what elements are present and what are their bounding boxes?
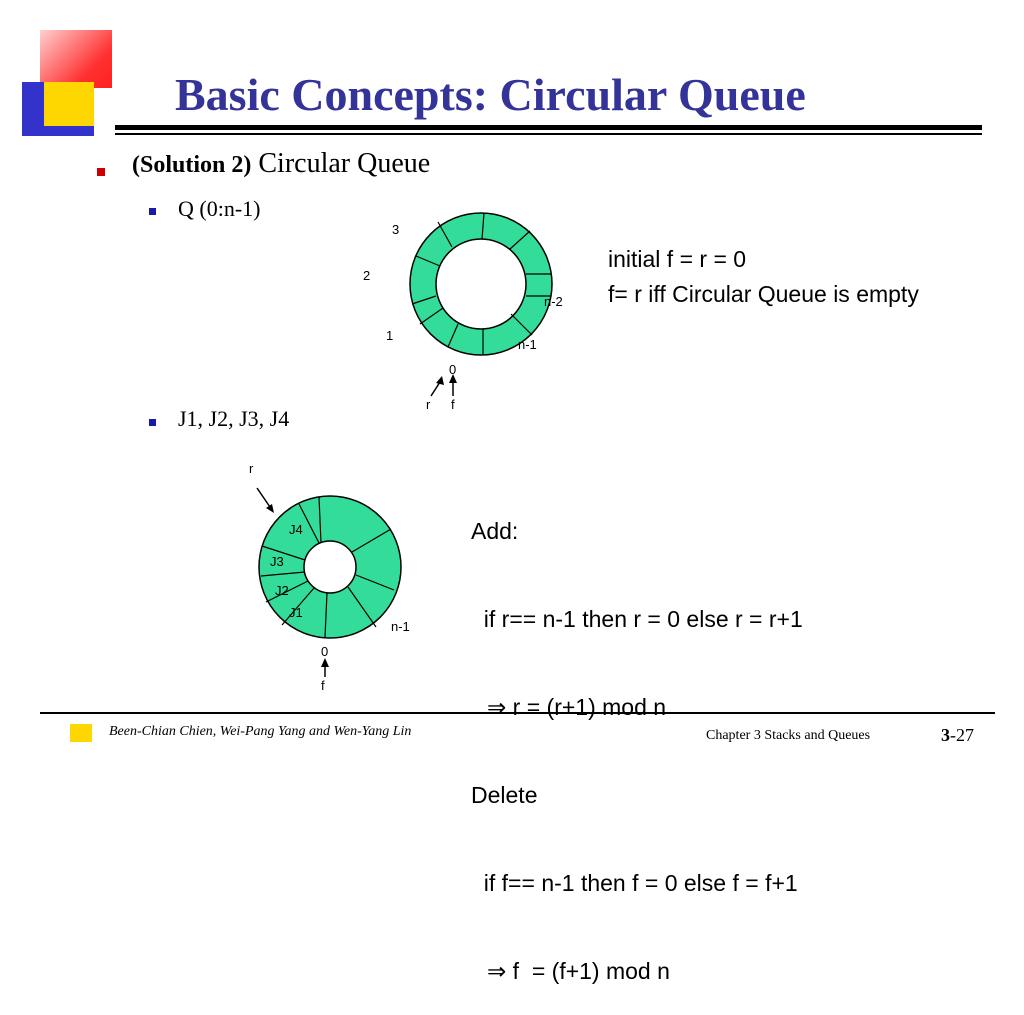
circular-queue-diagram-empty — [409, 212, 553, 397]
sub-bullet-marker — [149, 419, 156, 426]
code-line-delete-if: if f== n-1 then f = 0 else f = f+1 — [471, 870, 798, 896]
pointer-arrows-filled — [256, 487, 329, 677]
footer-rule — [40, 712, 995, 714]
slot-label-0: 0 — [449, 362, 457, 377]
slot-label-0: 0 — [321, 644, 329, 659]
slot-j4: J4 — [289, 522, 303, 537]
slot-label-1: 1 — [386, 328, 394, 343]
note-empty-condition: f= r iff Circular Queue is empty — [608, 281, 919, 307]
slot-label-n-1: n-1 — [391, 619, 410, 634]
sub-bullet-q: Q (0:n-1) — [178, 196, 261, 221]
footer-authors: Been-Chian Chien, Wei-Pang Yang and Wen-… — [109, 724, 412, 739]
pointer-arrows-empty — [430, 374, 457, 397]
bullet-solution-2: (Solution 2) Circular Queue — [132, 148, 430, 180]
slot-j3: J3 — [270, 554, 284, 569]
ring-inner — [435, 238, 527, 330]
code-line-delete-mod: ⇒ f = (f+1) mod n — [487, 958, 670, 984]
circular-queue-diagram-filled — [256, 487, 402, 677]
rear-pointer-label: r — [426, 397, 431, 412]
logo-blue-base — [22, 126, 94, 136]
ring-dividers — [411, 212, 551, 354]
paren-close: ) — [243, 152, 252, 178]
note-initial: initial f = r = 0 — [608, 246, 747, 272]
slot-label-3: 3 — [392, 222, 400, 237]
logo-yellow-square — [40, 82, 94, 130]
sub-bullet-jobs: J1, J2, J3, J4 — [178, 406, 290, 431]
code-line-add-if: if r== n-1 then r = 0 else r = r+1 — [471, 606, 803, 632]
page-slide-number: -27 — [950, 725, 974, 745]
logo-red-square — [40, 30, 112, 88]
page-chapter-number: 3 — [941, 725, 950, 745]
solution-label: Solution 2 — [140, 152, 244, 178]
code-line-add-mod: ⇒ r = (r+1) mod n — [487, 694, 667, 720]
footer-chapter: Chapter 3 Stacks and Queues — [706, 728, 871, 743]
ring-inner — [303, 540, 357, 594]
front-pointer-label: f — [321, 678, 325, 693]
slide-title: Basic Concepts: Circular Queue — [175, 69, 806, 120]
rear-pointer-label: r — [249, 461, 254, 476]
footer-yellow-square — [70, 724, 92, 742]
slot-label-2: 2 — [363, 268, 371, 283]
ring-empty — [409, 212, 553, 356]
sub-bullet-marker — [149, 208, 156, 215]
code-line-add: Add: — [471, 518, 519, 544]
ring-dividers — [260, 496, 395, 638]
slot-label-n-1: n-1 — [518, 337, 537, 352]
ring-filled — [258, 495, 402, 639]
circular-queue-label: Circular Queue — [251, 148, 431, 179]
slot-j1: J1 — [289, 605, 303, 620]
front-pointer-label: f — [451, 397, 455, 412]
bullet-marker — [97, 168, 105, 176]
paren-open: ( — [132, 152, 140, 178]
code-line-delete: Delete — [471, 782, 538, 808]
footer-page-number: 3-27 — [941, 725, 974, 746]
title-rule-thick — [115, 125, 982, 130]
title-rule-thin — [115, 133, 982, 135]
logo-blue-bar — [22, 82, 44, 136]
slot-j2: J2 — [275, 583, 289, 598]
slot-label-n-2: n-2 — [544, 294, 563, 309]
